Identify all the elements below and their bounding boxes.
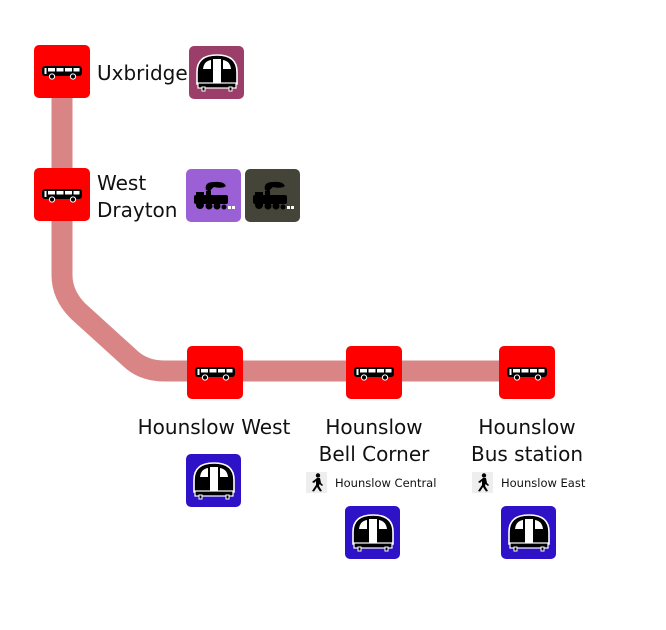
- walk-link-hounslow-central[interactable]: Hounslow Central: [306, 472, 436, 493]
- stop-west-drayton-name: West Drayton: [97, 170, 177, 224]
- stop-name-line: West: [97, 171, 147, 195]
- stop-name-line: Bell Corner: [318, 442, 430, 466]
- underground-train-icon[interactable]: [189, 46, 244, 99]
- stop-uxbridge-name: Uxbridge: [97, 60, 188, 87]
- stop-name-line: Hounslow: [478, 415, 576, 439]
- stop-west-drayton-bus-icon[interactable]: [34, 168, 90, 221]
- walking-person-icon: [472, 472, 493, 493]
- stop-hounslow-west-bus-icon[interactable]: [187, 346, 243, 399]
- walk-destination: Hounslow Central: [335, 475, 437, 490]
- stop-hounslow-bell-corner-bus-icon[interactable]: [346, 346, 402, 399]
- stop-name-line: Drayton: [97, 198, 178, 222]
- walk-destination: Hounslow East: [501, 475, 586, 490]
- underground-train-icon[interactable]: [186, 454, 241, 507]
- walk-link-hounslow-east[interactable]: Hounslow East: [472, 472, 585, 493]
- stop-hounslow-bus-station-name: Hounslow Bus station: [471, 414, 583, 468]
- underground-train-icon[interactable]: [501, 506, 556, 559]
- stop-uxbridge-bus-icon[interactable]: [34, 45, 90, 98]
- stop-name-line: Hounslow: [325, 415, 423, 439]
- steam-train-icon[interactable]: [245, 169, 300, 222]
- steam-train-icon[interactable]: [186, 169, 241, 222]
- stop-name-line: Bus station: [470, 442, 584, 466]
- underground-train-icon[interactable]: [345, 506, 400, 559]
- route-line-path: [51, 72, 527, 382]
- stop-name-line: Hounslow West: [137, 415, 291, 439]
- walking-person-icon: [306, 472, 327, 493]
- stop-name-line: Uxbridge: [97, 61, 188, 85]
- stop-hounslow-west-name: Hounslow West: [138, 414, 291, 441]
- stop-hounslow-bus-station-bus-icon[interactable]: [499, 346, 555, 399]
- stop-hounslow-bell-corner-name: Hounslow Bell Corner: [319, 414, 430, 468]
